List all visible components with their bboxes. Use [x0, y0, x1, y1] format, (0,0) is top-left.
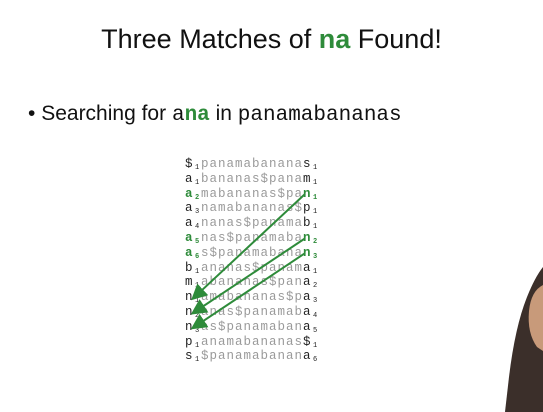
rotation-middle: namabananas$ [201, 201, 304, 216]
last-column-symbol: a [303, 349, 312, 364]
rotation-middle: abananas$pan [201, 275, 304, 290]
rotation-middle: panamabanana [201, 157, 304, 171]
last-column-symbol: a [303, 290, 312, 305]
rotation-middle: amabananas$p [201, 290, 304, 305]
first-column-symbol: a [185, 201, 194, 216]
first-column-rank: 1 [195, 164, 201, 172]
bwt-row: a1bananas$panam1 [185, 172, 319, 187]
query-highlight: na [184, 104, 210, 127]
last-column-rank: 2 [313, 282, 319, 291]
first-column-symbol: p [185, 334, 194, 349]
first-column-symbol: n [185, 319, 194, 334]
title-suffix: Found! [350, 24, 442, 54]
last-column-rank: 1 [313, 164, 319, 172]
bullet-point: • Searching for ana in panamabananas [28, 102, 402, 127]
last-column-symbol: a [303, 304, 312, 319]
first-column-symbol: s [185, 349, 194, 364]
first-column-rank: 3 [195, 326, 201, 335]
bwt-row: p1anamabananas$1 [185, 335, 319, 350]
rotation-middle: mabananas$pa [201, 186, 304, 201]
bwt-row: a2mabananas$pan1 [185, 187, 319, 202]
first-column-symbol: $ [185, 157, 194, 171]
bwt-row: a6s$panamabanan3 [185, 246, 319, 261]
bullet-glyph: • [28, 102, 36, 125]
first-column-symbol: b [185, 260, 194, 275]
bwt-row: n2anas$panamaba4 [185, 305, 319, 320]
last-column-rank: 3 [313, 252, 319, 261]
last-column-symbol: b [303, 216, 312, 231]
last-column-symbol: $ [303, 334, 312, 349]
bullet-prefix: Searching for [41, 102, 172, 125]
first-column-symbol: a [185, 216, 194, 231]
bullet-in-word: in [209, 102, 238, 125]
rotation-middle: anamabananas [201, 334, 304, 349]
rotation-middle: $panamabanan [201, 349, 304, 364]
bwt-row: n3as$panamabana5 [185, 320, 319, 335]
last-column-symbol: s [303, 157, 312, 171]
first-column-rank: 1 [195, 341, 201, 350]
last-column-rank: 1 [313, 178, 319, 187]
bwt-row: a3namabananas$p1 [185, 201, 319, 216]
last-column-rank: 1 [313, 223, 319, 232]
last-column-rank: 2 [313, 237, 319, 246]
last-column-symbol: a [303, 319, 312, 334]
bwt-row: b1ananas$panama1 [185, 261, 319, 276]
last-column-rank: 1 [313, 341, 319, 350]
title-highlight: na [318, 24, 351, 54]
rotation-middle: s$panamabana [201, 245, 304, 260]
last-column-symbol: a [303, 260, 312, 275]
rotation-middle: ananas$panam [201, 260, 304, 275]
bwt-row: m1abananas$pana2 [185, 275, 319, 290]
rotation-middle: as$panamaban [201, 319, 304, 334]
first-column-rank: 1 [195, 178, 201, 187]
first-column-symbol: a [185, 245, 194, 260]
title-prefix: Three Matches of [101, 24, 319, 54]
last-column-rank: 1 [313, 267, 319, 276]
query-first-letter: a [171, 104, 185, 127]
bwt-row: n1amabananas$pa3 [185, 290, 319, 305]
last-column-rank: 1 [313, 208, 319, 217]
last-column-symbol: p [303, 201, 312, 216]
last-column-rank: 5 [313, 326, 319, 335]
first-column-symbol: a [185, 186, 194, 201]
first-column-rank: 1 [195, 356, 201, 365]
last-column-rank: 1 [313, 193, 319, 202]
last-column-symbol: n [303, 245, 312, 260]
first-column-symbol: n [185, 290, 194, 305]
rotation-middle: nas$panamaba [201, 230, 304, 245]
first-column-symbol: m [185, 275, 194, 290]
bwt-row: a5nas$panamaban2 [185, 231, 319, 246]
rotation-middle: nanas$panama [201, 216, 304, 231]
speaker-figure [505, 267, 543, 412]
search-text: panamabananas [237, 104, 402, 127]
rotation-middle: bananas$pana [201, 171, 304, 186]
bwt-row: s1$panamabanana6 [185, 349, 319, 364]
last-column-rank: 4 [313, 311, 319, 320]
last-column-symbol: m [303, 171, 312, 186]
first-column-symbol: a [185, 171, 194, 186]
last-column-symbol: n [303, 230, 312, 245]
last-column-rank: 6 [313, 356, 319, 365]
slide-title: Three Matches of na Found! [0, 24, 543, 55]
first-column-symbol: n [185, 304, 194, 319]
last-column-symbol: n [303, 186, 312, 201]
first-column-symbol: a [185, 230, 194, 245]
bwt-row: a4nanas$panamab1 [185, 216, 319, 231]
last-column-rank: 3 [313, 297, 319, 306]
bwt-row: $1panamabananas1 [185, 157, 319, 172]
last-column-symbol: a [303, 275, 312, 290]
rotation-middle: anas$panamab [201, 304, 304, 319]
